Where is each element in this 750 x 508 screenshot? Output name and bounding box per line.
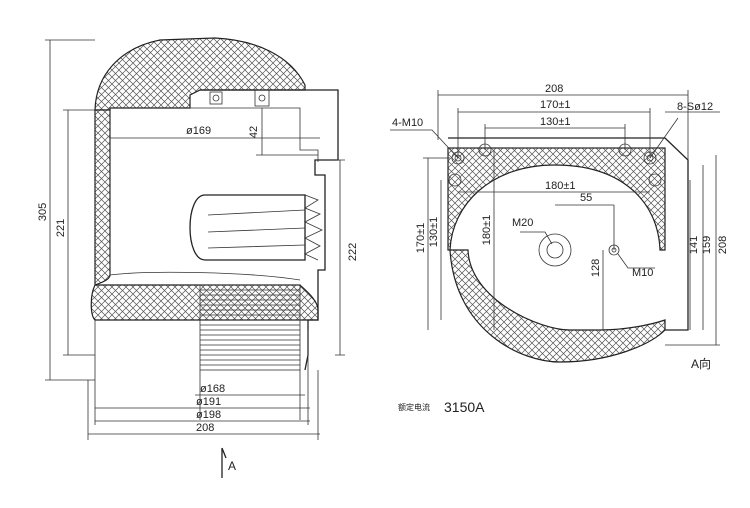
dim-222: 222 <box>347 243 359 261</box>
view-arrow-a: A <box>228 459 236 473</box>
holes-8s-label: 8-Sø12 <box>677 101 713 113</box>
plan-dim-180h: 180±1 <box>545 180 576 192</box>
view-a-label: A向 <box>691 356 711 371</box>
plan-shell-section <box>447 147 666 251</box>
thread-m20-label: M20 <box>512 217 533 229</box>
plan-v-141: 141 <box>688 236 700 254</box>
top-cap-section <box>94 37 306 111</box>
dim-42: 42 <box>248 126 260 138</box>
dim-305: 305 <box>37 203 49 221</box>
plan-v-170: 170±1 <box>415 223 427 254</box>
plan-dim-170: 170±1 <box>540 99 571 111</box>
center-boss <box>538 233 572 267</box>
thread-m10-label: M10 <box>632 267 653 279</box>
rated-current-value: 3150A <box>444 399 485 415</box>
plan-dim-208: 208 <box>545 83 563 95</box>
plan-v-130: 130±1 <box>428 217 440 248</box>
dim-dia-169: ø169 <box>186 125 211 137</box>
dim-dia-168: ø168 <box>200 383 225 395</box>
plan-dim-128: 128 <box>590 259 602 277</box>
dim-221: 221 <box>55 219 67 237</box>
left-wall-section <box>94 109 111 286</box>
right-profile <box>200 89 339 371</box>
holes-4m-label: 4-M10 <box>392 117 423 129</box>
plan-view: 208 170±1 130±1 8-Sø12 4-M10 180±1 55 M2… <box>390 83 729 371</box>
dim-width-208: 208 <box>196 422 214 434</box>
dim-dia-191: ø191 <box>196 396 221 408</box>
plan-v-180: 180±1 <box>481 215 493 246</box>
plan-v-159: 159 <box>701 236 713 254</box>
side-view: 305 221 222 ø169 42 ø168 ø191 ø198 208 A <box>37 37 359 478</box>
plan-dim-130: 130±1 <box>540 116 571 128</box>
rated-current: 额定电流 3150A <box>398 399 485 415</box>
dim-dia-198: ø198 <box>196 409 221 421</box>
plan-dim-55: 55 <box>580 192 592 204</box>
plan-v-208: 208 <box>717 236 729 254</box>
threaded-section <box>199 284 301 371</box>
rated-current-label: 额定电流 <box>398 402 430 412</box>
ribbed-insulator <box>189 194 323 261</box>
